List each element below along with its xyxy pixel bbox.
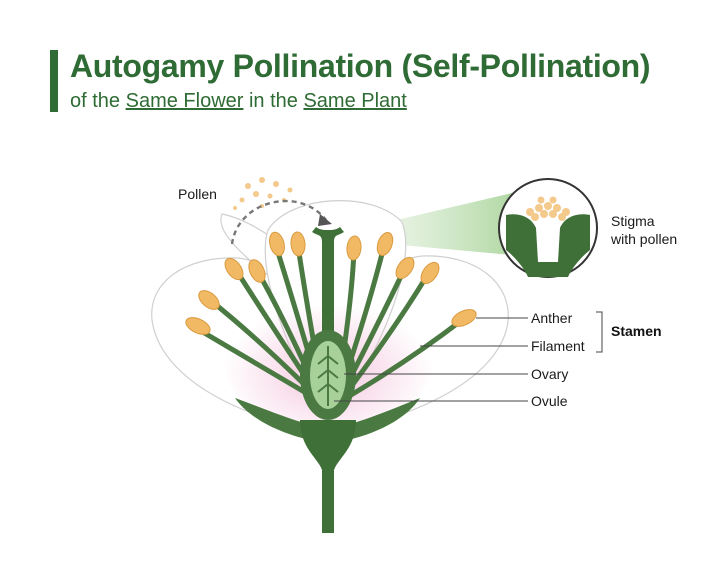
anther-shape — [185, 317, 211, 335]
sepal-right — [336, 398, 420, 442]
anther-shape — [224, 257, 244, 281]
subtitle-middle: in the — [243, 90, 304, 112]
anther-shape — [395, 256, 415, 280]
anther-shape — [248, 259, 266, 283]
anthers — [185, 231, 477, 335]
label-filament: Filament — [531, 338, 585, 354]
receptacle — [300, 420, 356, 470]
pollen-cloud — [233, 177, 293, 210]
label-ovary: Ovary — [531, 366, 568, 382]
sepal-left — [235, 398, 322, 442]
sepals — [235, 398, 420, 442]
anther-shape — [198, 290, 220, 310]
page-subtitle: of the Same Flower in the Same Plant — [70, 90, 407, 113]
subtitle-same-plant: Same Plant — [303, 90, 407, 112]
ovules — [317, 346, 339, 406]
stem — [322, 465, 334, 533]
anther-shape — [420, 261, 440, 285]
anther-shape — [290, 231, 306, 257]
petals — [151, 200, 509, 433]
anther-shape — [346, 235, 362, 261]
anther-shape — [269, 231, 285, 257]
anther-shape — [451, 309, 477, 327]
subtitle-prefix: of the — [70, 90, 126, 112]
inset-stigma — [506, 214, 590, 277]
title-accent-bar — [50, 50, 58, 112]
inset-pollen-grains — [526, 196, 570, 221]
anther-shape — [376, 231, 394, 257]
label-stigma: Stigma — [611, 213, 655, 229]
page-title: Autogamy Pollination (Self-Pollination) — [70, 48, 651, 84]
label-stamen: Stamen — [611, 323, 662, 339]
label-with-pollen: with pollen — [610, 231, 677, 247]
leader-lines — [334, 311, 603, 402]
label-ovule: Ovule — [531, 393, 568, 409]
pollen-arrow-head — [318, 214, 332, 226]
label-anther: Anther — [531, 310, 573, 326]
label-pollen: Pollen — [178, 186, 217, 202]
style — [322, 240, 334, 345]
stigma — [312, 227, 344, 242]
stigma-inset — [498, 178, 598, 278]
subtitle-same-flower: Same Flower — [125, 90, 244, 112]
stamen-bracket — [596, 311, 603, 353]
